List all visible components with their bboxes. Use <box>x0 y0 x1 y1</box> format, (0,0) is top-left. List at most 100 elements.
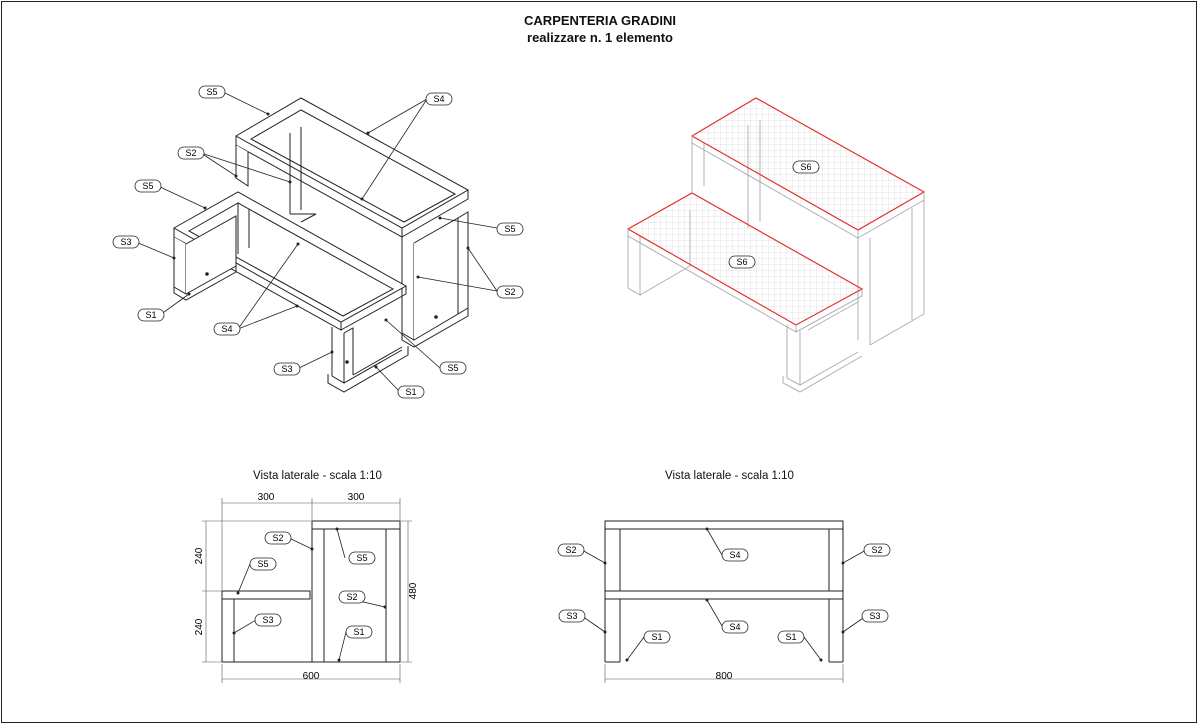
lower-left-side <box>185 215 237 295</box>
lower-left-plate <box>173 266 237 301</box>
tag-s5: S5 <box>496 222 524 236</box>
svg-text:S3: S3 <box>262 615 273 625</box>
svg-text:S5: S5 <box>257 559 268 569</box>
tag-s1: S1 <box>137 308 165 322</box>
svg-text:S6: S6 <box>800 162 811 172</box>
dim-bottom-right-total: 800 <box>716 671 733 682</box>
dim-bottom-left-total: 600 <box>303 671 320 682</box>
side-left-leaders <box>233 528 386 661</box>
tag-s1: S1 <box>397 385 425 399</box>
side-view-left <box>221 520 401 663</box>
svg-text:S4: S4 <box>729 550 740 560</box>
tag-s3: S3 <box>861 609 889 623</box>
tag-s6: S6 <box>792 160 820 174</box>
bolt-dot <box>205 272 209 276</box>
lower-inner-post <box>237 203 250 254</box>
side-view-right-caption: Vista laterale - scala 1:10 <box>665 470 794 482</box>
side-right-leaders <box>581 528 867 661</box>
svg-text:S5: S5 <box>356 553 367 563</box>
lower-front-post <box>331 327 345 384</box>
upper-step-inner <box>249 109 457 223</box>
tag-s1: S1 <box>643 630 671 644</box>
svg-text:S2: S2 <box>346 592 357 602</box>
rear-post-inner <box>289 127 302 214</box>
bolt-dot <box>345 360 349 364</box>
tag-s5: S5 <box>249 557 277 571</box>
svg-text:S1: S1 <box>785 632 796 642</box>
tag-s4: S4 <box>425 92 453 106</box>
svg-text:S3: S3 <box>120 237 131 247</box>
tag-s4: S4 <box>213 322 241 336</box>
side-right-dots <box>603 527 845 662</box>
iso-leaders <box>135 91 498 392</box>
tag-s3: S3 <box>558 609 586 623</box>
dim-right-total: 480 <box>408 582 419 599</box>
right-inner-post <box>457 211 469 315</box>
lower-front-side <box>343 327 403 384</box>
svg-text:S5: S5 <box>447 363 458 373</box>
svg-text:S4: S4 <box>729 622 740 632</box>
tag-s5: S5 <box>198 85 226 99</box>
dim-top-left: 300 <box>258 492 275 503</box>
tag-s2: S2 <box>557 543 585 557</box>
bolt-dot <box>434 315 438 319</box>
svg-text:S5: S5 <box>206 87 217 97</box>
svg-text:S2: S2 <box>504 287 515 297</box>
tag-s1: S1 <box>777 630 805 644</box>
ghost-mid-rail <box>807 301 859 331</box>
tag-s2: S2 <box>264 531 292 545</box>
svg-text:S3: S3 <box>281 364 292 374</box>
tag-s2: S2 <box>496 285 524 299</box>
dim-left-lower: 240 <box>194 618 205 635</box>
side-view-right-dimensions <box>604 664 844 683</box>
upper-grating-edge <box>691 136 925 239</box>
base-rail <box>352 346 403 376</box>
lower-left-post <box>173 237 187 295</box>
tag-s5: S5 <box>134 179 162 193</box>
tag-s2: S2 <box>177 146 205 160</box>
tag-s2: S2 <box>338 590 366 604</box>
dim-top-right: 300 <box>348 492 365 503</box>
svg-text:S1: S1 <box>353 627 364 637</box>
svg-text:S3: S3 <box>566 611 577 621</box>
side-left-dots <box>232 527 387 662</box>
lower-grating-edge <box>627 229 863 333</box>
tag-s3: S3 <box>254 613 282 627</box>
tag-s4: S4 <box>721 548 749 562</box>
mid-floor <box>290 213 317 223</box>
svg-text:S2: S2 <box>871 545 882 555</box>
svg-text:S1: S1 <box>651 632 662 642</box>
isometric-stair-frame <box>172 97 470 393</box>
drawing-title: CARPENTERIA GRADINI <box>524 13 676 28</box>
svg-text:S2: S2 <box>185 148 196 158</box>
lower-step-inner <box>187 202 395 317</box>
tag-s4: S4 <box>721 620 749 634</box>
tag-s1: S1 <box>345 625 373 639</box>
lower-front-plate <box>327 346 409 393</box>
front-post-right-side <box>413 217 459 341</box>
svg-text:S2: S2 <box>272 533 283 543</box>
ghost-lower-front <box>782 325 863 393</box>
upper-step-top <box>234 97 470 229</box>
drawing-subtitle: realizzare n. 1 elemento <box>527 30 673 45</box>
svg-text:S6: S6 <box>736 257 747 267</box>
svg-text:S1: S1 <box>405 387 416 397</box>
tag-s5: S5 <box>439 361 467 375</box>
svg-text:S1: S1 <box>145 310 156 320</box>
tag-s5: S5 <box>348 551 376 565</box>
side-view-left-dimensions <box>202 498 412 683</box>
svg-text:S2: S2 <box>565 545 576 555</box>
tag-s2: S2 <box>863 543 891 557</box>
svg-text:S5: S5 <box>504 224 515 234</box>
iso-leader-dots <box>172 112 470 369</box>
right-bottom-plate <box>401 308 469 348</box>
ghost-right-block <box>857 200 925 346</box>
svg-text:S5: S5 <box>142 181 153 191</box>
lower-step-front-edge <box>173 228 407 331</box>
svg-text:S4: S4 <box>433 94 444 104</box>
front-post-right <box>401 237 415 341</box>
svg-text:S4: S4 <box>221 324 232 334</box>
tag-s3: S3 <box>273 362 301 376</box>
